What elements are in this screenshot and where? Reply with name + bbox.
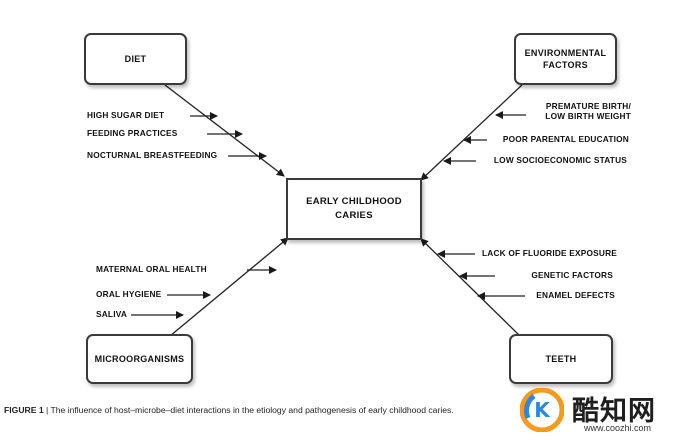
teeth-box: TEETH (509, 334, 613, 384)
microorganisms-factor-label: SALIVA (96, 309, 128, 319)
microorganisms-title: MICROORGANISMS (94, 353, 185, 364)
microorganisms-factor-label: ORAL HYGIENE (96, 289, 162, 299)
teeth-factor-label: ENAMEL DEFECTS (536, 290, 615, 300)
microorganisms-factor-label: MATERNAL ORAL HEALTH (96, 264, 207, 274)
coozhi-logo-icon: K (520, 388, 564, 432)
environmental-factor-line: PREMATURE BIRTH/ (545, 101, 631, 111)
environmental-title-line2: FACTORS (543, 60, 588, 70)
figure-caption-text: | The influence of host–microbe–diet int… (43, 405, 454, 415)
microorganisms-box: MICROORGANISMS (86, 334, 193, 384)
watermark-url: www.coozhi.com (584, 423, 652, 433)
environmental-factor-label: LOW SOCIOECONOMIC STATUS (493, 155, 627, 165)
diet-title: DIET (124, 53, 147, 64)
watermark-brand: 酷知网 (572, 396, 656, 427)
figure-caption-label: FIGURE 1 (4, 405, 44, 415)
early-childhood-caries-box: EARLY CHILDHOOD CARIES (286, 178, 422, 240)
diet-arrow (164, 84, 285, 177)
figure-caption: FIGURE 1 | The influence of host–microbe… (4, 405, 454, 415)
environmental-factor-line: LOW BIRTH WEIGHT (545, 110, 631, 121)
environmental-factors-box: ENVIRONMENTAL FACTORS (514, 33, 617, 85)
environmental-arrow (420, 84, 523, 181)
diet-factor-label: NOCTURNAL BREASTFEEDING (87, 150, 218, 160)
teeth-title: TEETH (545, 353, 577, 364)
diet-factor-label: HIGH SUGAR DIET (87, 110, 165, 120)
svg-text:K: K (534, 398, 551, 422)
microorganisms-arrow (169, 237, 289, 337)
center-title-line2: CARIES (335, 210, 373, 221)
center-title-line1: EARLY CHILDHOOD (306, 195, 402, 207)
diet-box: DIET (84, 33, 187, 85)
teeth-factor-label: LACK OF FLUORIDE EXPOSURE (482, 248, 617, 258)
teeth-factor-label: GENETIC FACTORS (531, 270, 613, 280)
diet-factor-label: FEEDING PRACTICES (87, 128, 178, 138)
environmental-title-line1: ENVIRONMENTAL (524, 47, 607, 58)
environmental-factor-label: POOR PARENTAL EDUCATION (502, 134, 629, 144)
environmental-factor-label: PREMATURE BIRTH/ LOW BIRTH WEIGHT (545, 101, 631, 122)
